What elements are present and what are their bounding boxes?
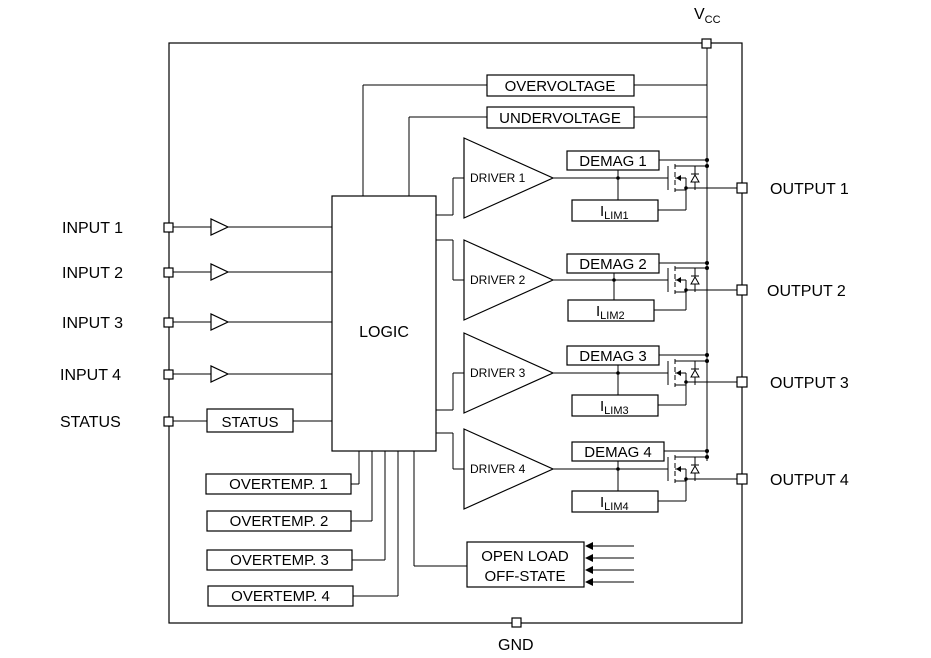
overtemp-3-block <box>206 549 353 571</box>
ilim-1-label: ILIM1 <box>600 203 629 222</box>
input-1-buffer-icon <box>210 218 230 236</box>
overtemp-4-label: OVERTEMP. 4 <box>231 588 330 605</box>
output-1-label: OUTPUT 1 <box>770 181 849 198</box>
output-3-pin <box>736 376 748 388</box>
open-load-arrow-1-icon <box>585 542 593 550</box>
ilim-4-label: ILIM4 <box>600 494 629 513</box>
input-2-pin <box>163 267 174 278</box>
driver-1 <box>463 137 555 219</box>
open-load-line2: OFF-STATE <box>484 568 565 585</box>
gnd-label: GND <box>498 637 534 654</box>
demag-4-label: DEMAG 4 <box>584 444 652 461</box>
input-2-buffer-icon <box>210 263 230 281</box>
input-3-buffer-icon <box>210 313 230 331</box>
driver-3-label: DRIVER 3 <box>470 366 526 380</box>
overtemp-2-label: OVERTEMP. 2 <box>230 513 329 530</box>
chip-outline <box>168 42 743 624</box>
demag-2-label: DEMAG 2 <box>579 256 647 273</box>
input-2-label: INPUT 2 <box>62 265 123 282</box>
status-pin-label: STATUS <box>60 414 121 431</box>
mosfet-4-icon <box>667 455 707 483</box>
open-load-line1: OPEN LOAD <box>481 548 569 565</box>
input-4-label: INPUT 4 <box>60 367 121 384</box>
vcc-pin <box>701 38 712 49</box>
open-load-arrow-4-icon <box>585 578 593 586</box>
input-1-label: INPUT 1 <box>62 220 123 237</box>
driver-1-label: DRIVER 1 <box>470 171 526 185</box>
gnd-pin <box>511 617 522 628</box>
logic-block <box>331 195 437 452</box>
undervoltage-block <box>486 106 635 129</box>
mosfet-1-icon <box>667 164 707 192</box>
driver-4 <box>463 428 555 510</box>
logic-label: LOGIC <box>359 324 409 341</box>
output-2-pin <box>736 284 748 296</box>
overtemp-3-label: OVERTEMP. 3 <box>230 552 329 569</box>
output-1-pin <box>736 182 748 194</box>
output-2-label: OUTPUT 2 <box>767 283 846 300</box>
demag-3-label: DEMAG 3 <box>579 348 647 365</box>
overtemp-1-label: OVERTEMP. 1 <box>229 476 328 493</box>
output-3-label: OUTPUT 3 <box>770 375 849 392</box>
input-1-pin <box>163 222 174 233</box>
driver-2-label: DRIVER 2 <box>470 273 526 287</box>
overtemp-4-block <box>207 585 354 607</box>
overvoltage-label: OVERVOLTAGE <box>505 78 616 95</box>
mosfet-3-icon <box>667 359 707 387</box>
input-4-buffer-icon <box>210 365 230 383</box>
overvoltage-block <box>486 74 635 97</box>
open-load-block <box>466 541 585 588</box>
driver-3 <box>463 332 555 414</box>
output-4-pin <box>736 473 748 485</box>
open-load-arrow-2-icon <box>585 554 593 562</box>
mosfet-2-icon <box>667 266 707 294</box>
input-4-pin <box>163 369 174 380</box>
open-load-arrow-3-icon <box>585 566 593 574</box>
status-pin <box>163 416 174 427</box>
vcc-label: VCC <box>694 6 721 26</box>
output-4-label: OUTPUT 4 <box>770 472 849 489</box>
overtemp-2-block <box>206 510 352 532</box>
demag-1-label: DEMAG 1 <box>579 153 647 170</box>
input-3-pin <box>163 317 174 328</box>
undervoltage-label: UNDERVOLTAGE <box>499 110 621 127</box>
ilim-2-label: ILIM2 <box>596 303 625 322</box>
ilim-3-label: ILIM3 <box>600 398 629 417</box>
overtemp-1-block <box>205 473 352 495</box>
driver-4-label: DRIVER 4 <box>470 462 526 476</box>
driver-2 <box>463 239 555 321</box>
input-3-label: INPUT 3 <box>62 315 123 332</box>
status-block-label: STATUS <box>222 414 279 431</box>
